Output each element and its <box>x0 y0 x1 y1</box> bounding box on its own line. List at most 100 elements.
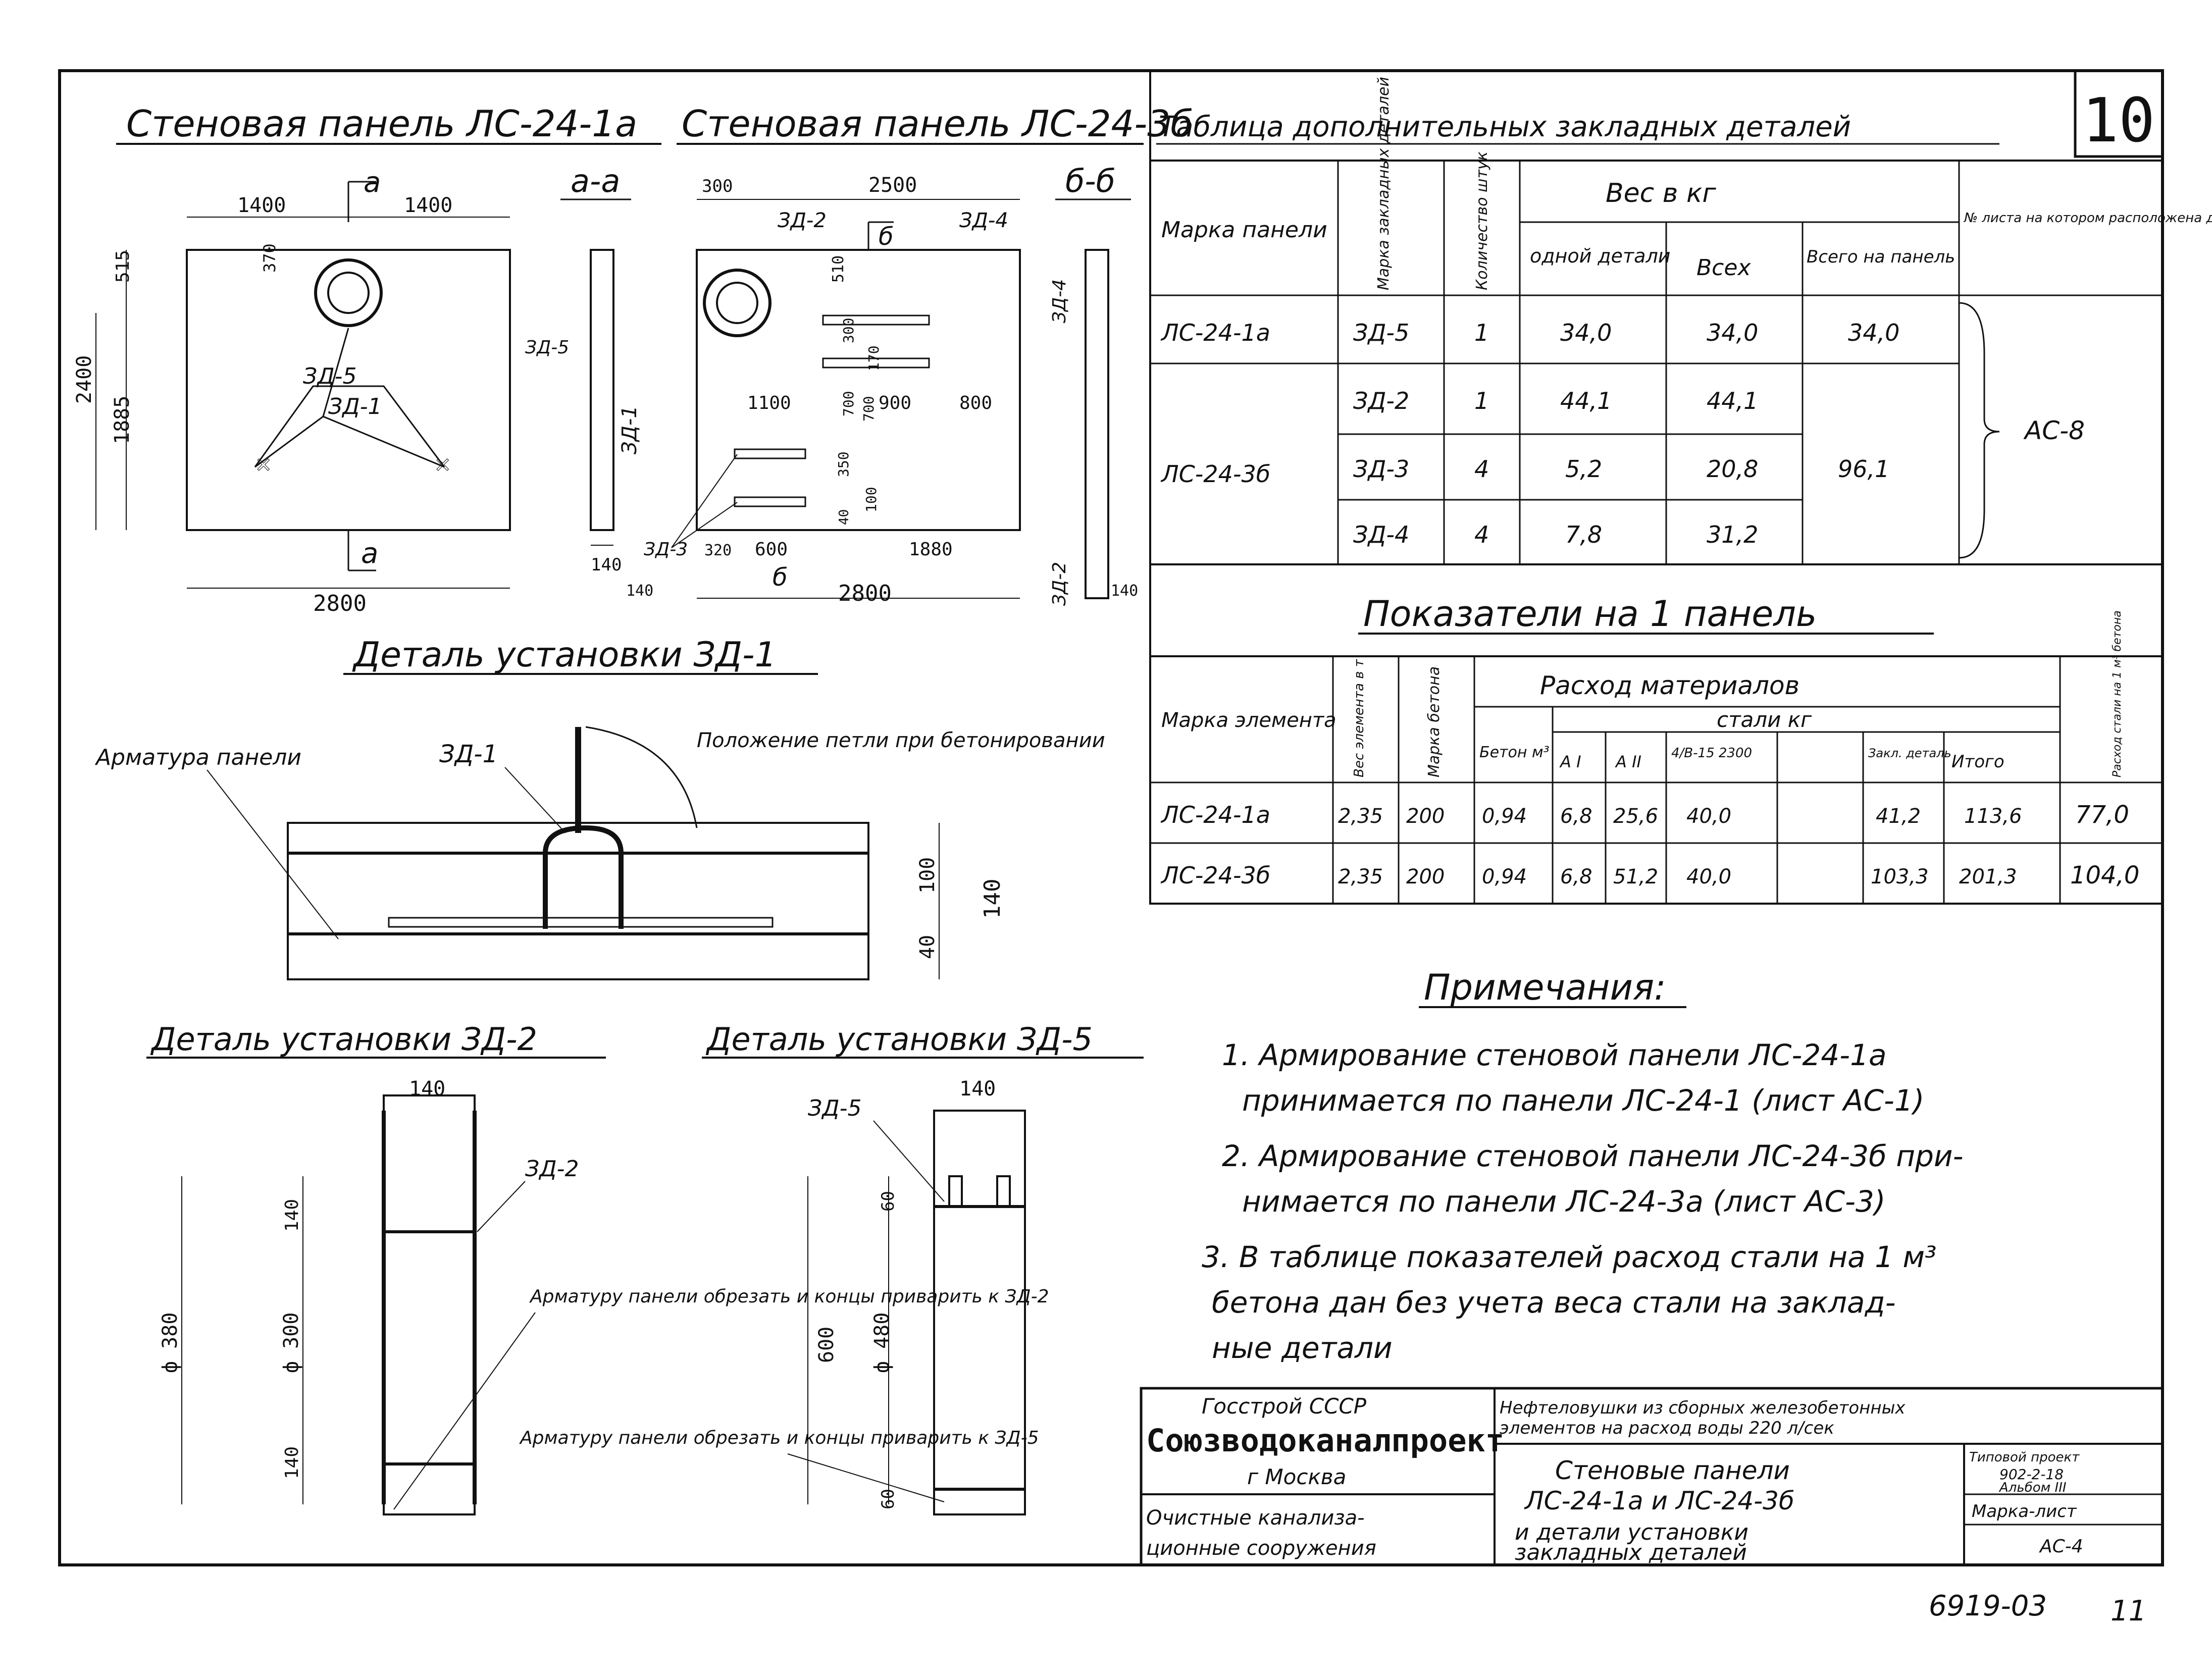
panel3-section-title: б-б <box>1065 163 1115 199</box>
table2-header-consumption: Расход материалов <box>1540 671 1799 700</box>
sheet-number: 10 <box>2082 86 2155 156</box>
table2-row1-concrete: 0,94 <box>1482 805 1527 828</box>
detail1-dim-100: 100 <box>916 857 939 894</box>
table2-header-embed: Закл. деталь <box>1868 746 1951 760</box>
detail1-embed-plate <box>388 917 774 928</box>
panel1-opening-outer <box>314 258 383 327</box>
footer-code: 6919-03 <box>1929 1590 2047 1622</box>
table2-header-mark: Марка элемента <box>1161 709 1336 732</box>
note-line-5: 3. В таблице показателей расход стали на… <box>1202 1240 1936 1274</box>
table2-row2-weight: 2,35 <box>1338 865 1383 888</box>
detail-zd2-drawing: Деталь установки ЗД-2 140 ЗД-2 ф 380 ф 3… <box>146 1021 1049 1515</box>
detail1-loop-arc <box>585 726 698 828</box>
detail1-zd1-label: ЗД-1 <box>439 740 498 768</box>
table1-row4-qty: 4 <box>1474 521 1489 548</box>
stamp-subject2: ционные сооружения <box>1146 1537 1376 1560</box>
detail2-note: Арматуру панели обрезать и концы привари… <box>529 1286 1049 1307</box>
table1-header-sheet: № листа на котором расположена деталь <box>1963 211 2212 226</box>
table1-header-qty: Количество штук <box>1473 151 1491 290</box>
table2-header-weight: Вес элемента в т <box>1352 659 1367 777</box>
note-line-2: принимается по панели ЛС-24-1 (лист АС-1… <box>1242 1083 1924 1118</box>
panel3-dim-100: 100 <box>863 487 880 512</box>
note-line-4: нимается по панели ЛС-24-3а (лист АС-3) <box>1242 1184 1886 1219</box>
table2-header-grade: Марка бетона <box>1425 666 1443 777</box>
table1-row1-qty: 1 <box>1474 319 1489 346</box>
table2-row1-wire: 40,0 <box>1686 805 1731 828</box>
detail2-panel-section <box>383 1094 476 1515</box>
stamp-sheet2: ЛС-24-1а и ЛС-24-3б <box>1524 1486 1794 1515</box>
stamp-project1: Нефтеловушки из сборных железобетонных <box>1500 1398 1906 1418</box>
table2-row2-per-m3: 104,0 <box>2070 861 2139 889</box>
table1-row2-one: 44,1 <box>1560 387 1612 414</box>
table2-title: Показатели на 1 панель <box>1363 593 1817 635</box>
table2-row1-grade: 200 <box>1406 805 1445 828</box>
detail2-dim-300: ф 300 <box>280 1313 303 1373</box>
panel1-dim-right: 1400 <box>404 194 452 217</box>
detail2-dim-140a: 140 <box>282 1199 302 1232</box>
panel1-outline <box>186 249 511 531</box>
table1-sheet-ref: АС-8 <box>2023 416 2085 445</box>
table2-row1-embed: 41,2 <box>1876 805 1921 828</box>
detail2-dim-dia: ф 380 <box>159 1313 182 1373</box>
embedded-parts-table: Таблица дополнительных закладных деталей… <box>1149 77 2212 565</box>
table1-row4-all: 31,2 <box>1707 521 1758 548</box>
panel1-dim-upper: 515 <box>113 250 133 283</box>
note-line-7: ные детали <box>1212 1331 1393 1365</box>
panel3-section-mark-bottom: б <box>773 563 788 592</box>
sheet-number-box <box>2074 69 2164 158</box>
note-line-1: 1. Армирование стеновой панели ЛС-24-1а <box>1222 1038 1887 1072</box>
table2-header-steel: стали кг <box>1717 707 1812 732</box>
detail1-panel-section <box>287 822 869 980</box>
panel1-dim-height: 2400 <box>73 355 96 404</box>
panel3-dim-2500: 2500 <box>868 174 917 197</box>
stamp-mark-sheet: Марка-лист <box>1972 1501 2077 1522</box>
table2-row2-grade: 200 <box>1406 865 1445 888</box>
table2-header-a2: А II <box>1615 752 1641 771</box>
detail1-rebar-label: Арматура панели <box>94 745 301 770</box>
table1-row1-one: 34,0 <box>1560 319 1612 346</box>
panel1-dim-left: 1400 <box>237 194 286 217</box>
detail2-title: Деталь установки ЗД-2 <box>150 1021 537 1058</box>
detail2-dim-140b: 140 <box>282 1446 302 1479</box>
detail2-dim-140: 140 <box>409 1077 445 1101</box>
table1-row1-panel: ЛС-24-1а <box>1160 319 1270 346</box>
table2-row2-a1: 6,8 <box>1560 865 1592 888</box>
panel3-dim-600: 600 <box>755 539 788 560</box>
panel3-dim-700a: 700 <box>860 396 877 422</box>
panel3-dim-40: 40 <box>837 509 852 525</box>
panel3-zd3-plate-2 <box>734 496 806 507</box>
table1-row3-qty: 4 <box>1474 455 1489 483</box>
table2-header-wire: 4/В-15 2300 <box>1671 746 1752 761</box>
table2-row2-embed: 103,3 <box>1871 865 1929 888</box>
table1-frame <box>1149 160 2164 565</box>
table1-row2-qty: 1 <box>1474 387 1489 414</box>
panel3-dim-total: 2800 <box>838 581 892 606</box>
panel3-dim-900: 900 <box>879 393 911 413</box>
stamp-project2: элементов на расход воды 220 л/сек <box>1500 1418 1834 1438</box>
detail5-panel-section <box>933 1110 1026 1515</box>
panel-3-drawing: Стеновая панель ЛС-24-3б б-б 300 2500 ЗД… <box>626 102 1193 606</box>
detail1-dim-40: 40 <box>916 935 939 959</box>
panel1-section-mark-top: а <box>364 166 381 199</box>
panel1-zd1-lines <box>254 385 445 467</box>
panel3-zd4-plate-1 <box>822 315 930 326</box>
table2-row1-a1: 6,8 <box>1560 805 1592 828</box>
panel3-section-mark-top: б <box>879 223 894 251</box>
panel1-section-view <box>590 249 614 531</box>
footer-page: 11 <box>2111 1595 2146 1628</box>
table2-frame <box>1149 655 2164 905</box>
panel3-dim-300: 300 <box>702 176 733 196</box>
panel3-zd2-side-label: ЗД-2 <box>1049 562 1070 606</box>
table1-title: Таблица дополнительных закладных деталей <box>1159 111 1851 143</box>
svg-text:✕: ✕ <box>434 454 451 477</box>
panel3-title: Стеновая панель ЛС-24-3б <box>682 102 1193 145</box>
panel3-zd3-label: ЗД-3 <box>644 539 688 560</box>
detail5-dim-60b: 60 <box>878 1489 898 1509</box>
table1-header-mark: Марка панели <box>1161 217 1327 243</box>
table1-row4-detail: ЗД-4 <box>1353 521 1409 548</box>
panel1-zd5-label: ЗД-5 <box>303 363 356 389</box>
stamp-sheet4: закладных деталей <box>1515 1540 1747 1565</box>
panel1-section-mark-bottom: а <box>361 537 378 570</box>
panel3-opening-outer <box>703 269 771 337</box>
